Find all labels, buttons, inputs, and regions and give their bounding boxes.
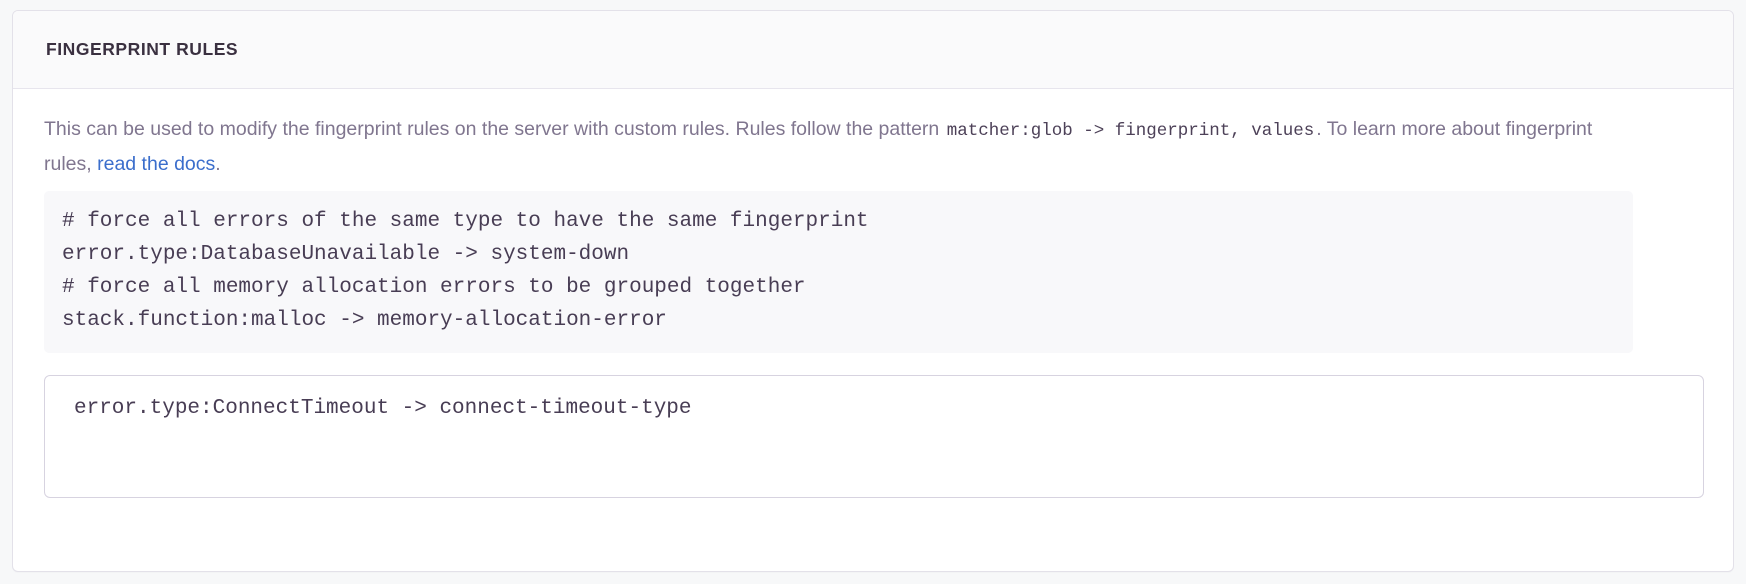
- description-text: This can be used to modify the fingerpri…: [44, 113, 1604, 181]
- description-part-2: . To learn more about fingerprint rules,: [44, 118, 1593, 175]
- read-the-docs-link[interactable]: read the docs: [97, 153, 216, 175]
- page-title: FINGERPRINT RULES: [46, 39, 239, 59]
- fingerprint-rules-panel: FINGERPRINT RULES This can be used to mo…: [12, 10, 1734, 572]
- example-rules-code-text: # force all errors of the same type to h…: [62, 210, 869, 332]
- example-rules-code-block: # force all errors of the same type to h…: [44, 191, 1633, 353]
- pattern-code-snippet: matcher:glob -> fingerprint, values: [946, 121, 1315, 141]
- panel-header: FINGERPRINT RULES: [13, 11, 1733, 89]
- description-part-3: .: [215, 153, 221, 175]
- fingerprint-rules-input[interactable]: [44, 375, 1704, 498]
- description-part-1: This can be used to modify the fingerpri…: [44, 118, 945, 140]
- panel-body: This can be used to modify the fingerpri…: [13, 89, 1733, 498]
